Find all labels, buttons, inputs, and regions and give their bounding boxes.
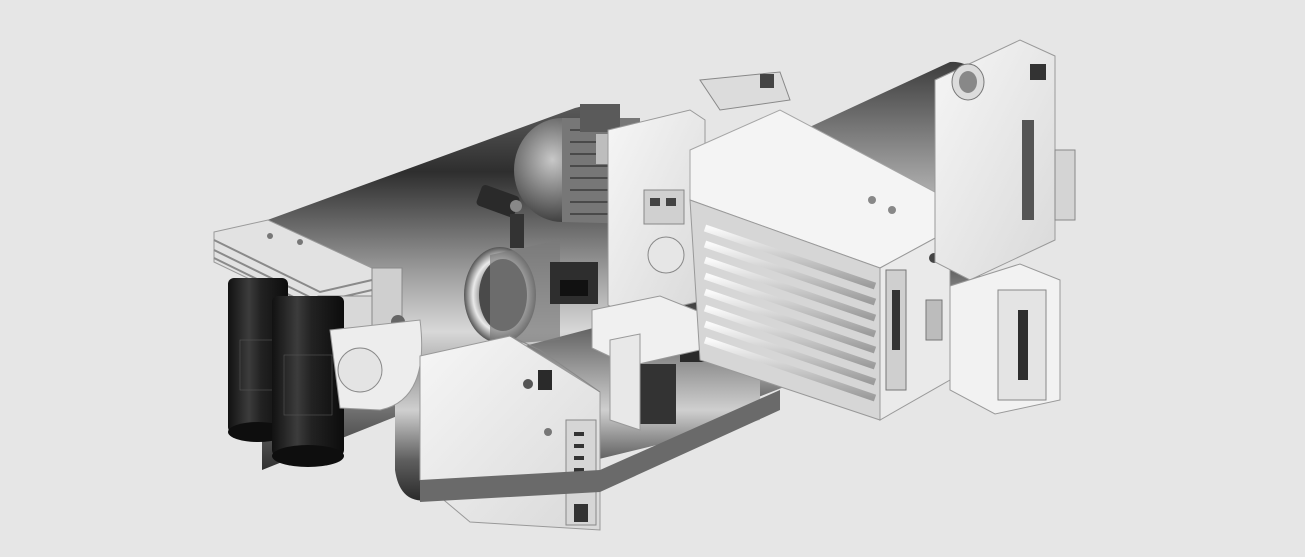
circular-port <box>464 240 560 345</box>
bottom-rail <box>420 390 780 502</box>
cooling-fins <box>703 224 877 402</box>
valve-block <box>607 71 791 319</box>
right-lower-module <box>949 263 1061 415</box>
right-tall-module <box>934 39 1076 281</box>
hose-fitting <box>476 184 524 248</box>
pump-bracket <box>329 319 423 411</box>
main-controller-housing <box>689 109 951 421</box>
mounting-bracket <box>591 295 701 431</box>
solenoid-valve-upper <box>550 262 598 304</box>
filter-canister-right <box>272 296 344 467</box>
